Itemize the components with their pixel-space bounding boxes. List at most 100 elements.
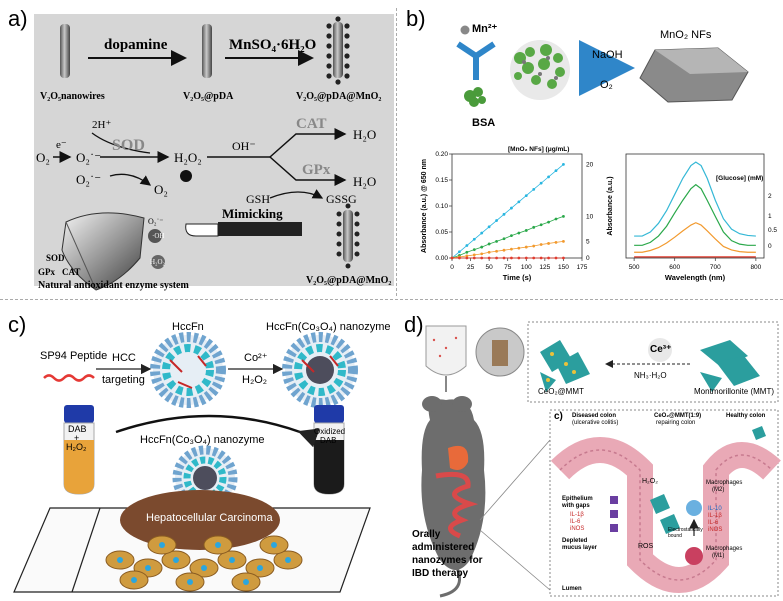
mouse-body (421, 399, 486, 570)
bsa-protein-icon (464, 87, 486, 107)
carcinoma-label: Hepatocellular Carcinoma (146, 512, 273, 524)
shield-icon (61, 212, 145, 291)
carcinoma-tissue (120, 490, 280, 550)
bsa-mn-cluster-icon (510, 40, 570, 100)
superoxide-spiky-icon (148, 229, 162, 243)
shield-sod-label: SOD (46, 253, 65, 263)
pda-mno2-rod (333, 22, 343, 78)
legend-title: [MnO₂ NFs] (μg/mL) (508, 146, 569, 153)
series-label: 20 (586, 161, 594, 168)
data-point (480, 231, 484, 235)
o2-label: O₂ (600, 79, 613, 91)
data-point (480, 252, 484, 256)
y-tick-label: 0.05 (435, 229, 448, 236)
hydroxyl-spiky-icon (151, 255, 165, 269)
ceo2-mmt-label: CeO₂@MMT (538, 387, 584, 396)
legend-title: [Glucose] (mM) (716, 175, 763, 182)
il1b-r-label: IL-1β (708, 513, 722, 519)
ros-label: ROS (638, 543, 654, 550)
co2-label: Co²⁺ (244, 352, 268, 364)
data-point (472, 237, 476, 241)
h2o2-c-label: H₂O₂ (242, 374, 268, 386)
m1-sub-label: (M1) (712, 553, 725, 559)
pda-label: V₂O₅@pDA (183, 91, 234, 102)
data-point (532, 244, 536, 248)
data-point (465, 254, 469, 258)
sp94-label: SP94 Peptide (40, 350, 108, 362)
data-point (539, 243, 543, 246)
data-point (487, 225, 491, 229)
data-point (554, 169, 558, 173)
product-label: V₂O₅@pDA@MnO₂ (306, 275, 392, 286)
x-tick-label: 150 (558, 264, 569, 271)
intestine-icon (435, 471, 479, 539)
blue-y-arrow-icon (456, 41, 496, 80)
x-tick-label: 600 (669, 264, 680, 271)
gap-markers (610, 496, 618, 532)
targeting-label: targeting (102, 374, 145, 386)
x-tick-label: 50 (486, 264, 494, 271)
y-tick-label: 0.15 (435, 177, 448, 184)
dopamine-label: dopamine (104, 37, 168, 53)
cat-label: CAT (296, 116, 327, 132)
gpx-label: GPx (302, 162, 331, 178)
inset-c-label: c) (554, 411, 563, 422)
m2-macrophage-icon (686, 500, 702, 516)
data-point (554, 217, 558, 221)
shield-gpx-label: GPx (38, 267, 55, 277)
hccfn-nanozyme-label: HccFn(Co₃O₄) nanozyme (266, 321, 391, 333)
data-point (547, 220, 550, 224)
dab-plus-label: + (74, 433, 80, 443)
superoxide-label-2: O₂˙⁻ (76, 172, 102, 187)
epithelium-label: Epithelium (562, 496, 593, 502)
x-tick-label: 100 (521, 264, 532, 271)
mn-label: Mn²⁺ (472, 23, 498, 35)
data-point (554, 241, 558, 244)
data-point (495, 256, 498, 260)
pda-mno2-label: V₂O₅@pDA@MnO₂ (296, 91, 382, 102)
data-point (495, 219, 498, 222)
mimicking-bar (218, 222, 302, 236)
mno2-nfs-label: MnO₂ NFs (660, 29, 712, 41)
center-nanozyme-label: HccFn(Co₃O₄) nanozyme (140, 434, 265, 446)
data-point (480, 256, 484, 260)
series-line-10 (451, 216, 564, 259)
nanowires-label: V₂O₅nanowires (40, 91, 105, 102)
shield-oh-label: ·OH (152, 232, 165, 240)
data-point (532, 225, 536, 229)
panel-c-label: c) (8, 312, 27, 337)
series-line-2 (634, 161, 756, 237)
h2o2-d-label: H₂O₂ (642, 478, 658, 485)
hccfn-co3o4-icon (282, 332, 358, 408)
data-point (465, 250, 469, 254)
mucus-label: mucus layer (562, 545, 598, 551)
h2o2-label: H₂O₂ (174, 150, 202, 165)
data-point (510, 247, 513, 251)
panel-a-label: a) (8, 6, 28, 31)
oxidized-dab-label: DAB (320, 436, 337, 445)
hydroxide-label: OH⁻ (232, 139, 256, 153)
series-line-1 (634, 183, 756, 246)
series-line-0.5 (634, 222, 756, 253)
gssg-label: GSSG (326, 192, 357, 206)
shield-h2o2-label: H₂O₂ (150, 258, 165, 266)
y-axis-label: Absorbance (a.u.) (607, 176, 614, 235)
data-point (502, 248, 506, 252)
x-tick-label: 75 (504, 264, 512, 271)
series-label: 0 (586, 255, 590, 262)
gaps-label: with gaps (562, 503, 590, 509)
hcc-label: HCC (112, 352, 136, 364)
data-point (458, 250, 461, 254)
data-point (562, 239, 565, 243)
x-tick-label: 125 (539, 264, 550, 271)
series-label: 10 (586, 213, 594, 220)
data-point (465, 256, 469, 260)
data-point (547, 256, 550, 260)
vertical-divider (396, 8, 397, 296)
diseased-label: Diseased colon (572, 413, 617, 419)
cells-layer (105, 535, 303, 592)
